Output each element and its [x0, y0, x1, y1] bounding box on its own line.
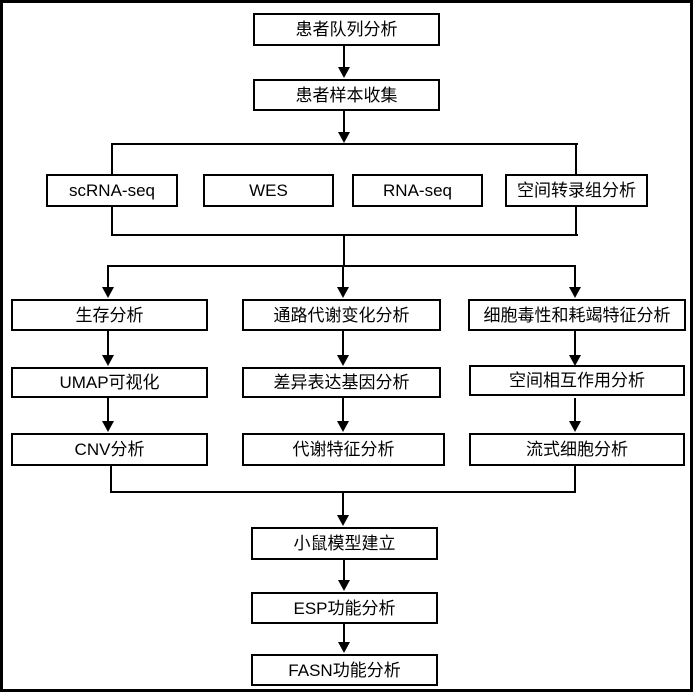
connector-line: [342, 331, 344, 356]
connector-line: [342, 265, 344, 288]
node-differential-expression-gene-analysis: 差异表达基因分析: [242, 367, 441, 398]
node-spatial-interaction-analysis: 空间相互作用分析: [469, 365, 685, 396]
arrow-down-icon: [102, 287, 114, 298]
node-cnv-analysis: CNV分析: [11, 433, 208, 466]
connector-line: [343, 560, 345, 581]
connector-line: [107, 398, 109, 422]
node-fasn-functional-analysis: FASN功能分析: [251, 654, 438, 686]
arrow-down-icon: [337, 515, 349, 526]
node-survival-analysis: 生存分析: [11, 299, 208, 331]
arrow-down-icon: [569, 287, 581, 298]
arrow-down-icon: [569, 355, 581, 366]
arrow-down-icon: [338, 67, 350, 78]
node-scrna-seq: scRNA-seq: [46, 174, 178, 207]
connector-line: [342, 493, 344, 516]
connector-line: [107, 265, 576, 267]
node-umap-visualization: UMAP可视化: [11, 367, 208, 398]
node-cytotoxicity-exhaustion-analysis: 细胞毒性和耗竭特征分析: [468, 299, 686, 331]
node-wes: WES: [203, 174, 334, 207]
arrow-down-icon: [102, 421, 114, 432]
connector-line: [112, 234, 578, 236]
node-spatial-transcriptomics: 空间转录组分析: [505, 174, 648, 207]
node-mouse-model-establishment: 小鼠模型建立: [251, 527, 438, 560]
connector-line: [574, 331, 576, 356]
arrow-down-icon: [337, 355, 349, 366]
connector-line: [112, 143, 578, 145]
arrow-down-icon: [569, 421, 581, 432]
connector-line: [343, 46, 345, 68]
arrow-down-icon: [102, 355, 114, 366]
node-esp-functional-analysis: ESP功能分析: [251, 592, 438, 624]
connector-line: [107, 265, 109, 288]
node-metabolic-signature-analysis: 代谢特征分析: [242, 433, 445, 466]
node-patient-sample-collection: 患者样本收集: [253, 79, 440, 111]
connector-line: [110, 466, 112, 493]
connector-line: [107, 331, 109, 356]
arrow-down-icon: [338, 132, 350, 143]
node-patient-cohort-analysis: 患者队列分析: [253, 13, 440, 46]
arrow-down-icon: [338, 642, 350, 653]
node-pathway-metabolic-change-analysis: 通路代谢变化分析: [242, 299, 441, 331]
arrow-down-icon: [337, 421, 349, 432]
connector-line: [110, 491, 576, 493]
node-flow-cytometry-analysis: 流式细胞分析: [469, 433, 685, 466]
connector-line: [343, 111, 345, 133]
connector-line: [343, 624, 345, 643]
connector-line: [574, 398, 576, 422]
connector-line: [574, 466, 576, 493]
connector-line: [342, 398, 344, 422]
arrow-down-icon: [337, 287, 349, 298]
connector-line: [574, 265, 576, 288]
connector-line: [343, 234, 345, 266]
node-rna-seq: RNA-seq: [352, 174, 483, 207]
arrow-down-icon: [338, 580, 350, 591]
